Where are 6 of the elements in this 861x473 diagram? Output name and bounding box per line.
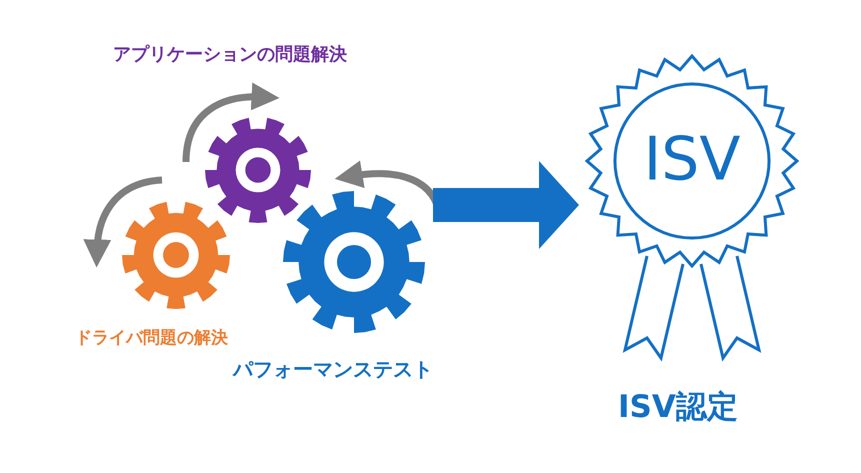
badge-text: ISV: [644, 124, 740, 195]
gear-label: アプリケーションの問題解決: [113, 43, 347, 66]
block-arrow: [433, 161, 579, 249]
gear-label: ドライバ問題の解決: [75, 327, 228, 349]
badge-caption: ISV認定: [618, 388, 738, 427]
gear-label: パフォーマンステスト: [233, 356, 433, 383]
